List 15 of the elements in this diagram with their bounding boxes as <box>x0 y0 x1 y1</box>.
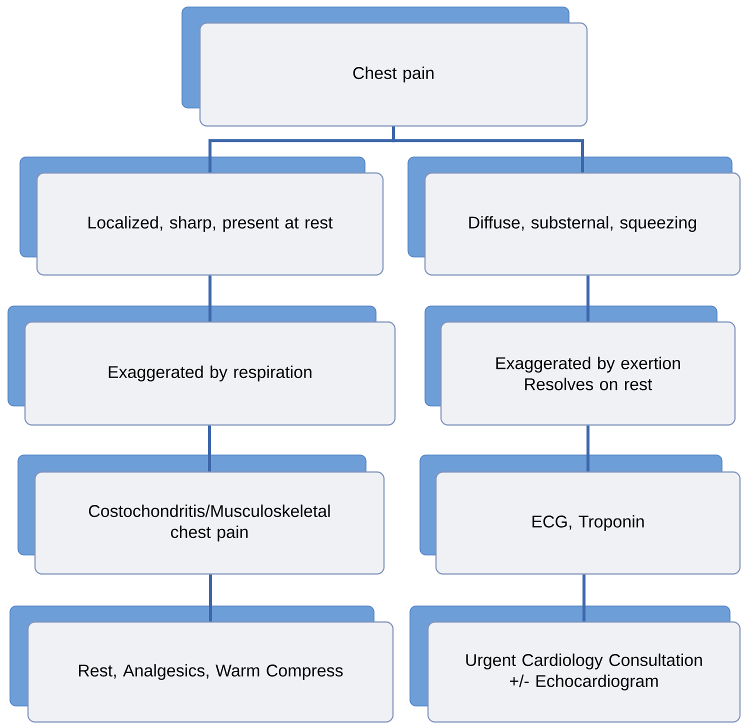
flow-card: Urgent Cardiology Consultation +/- Echocardiogram <box>410 606 741 723</box>
flow-card: Diffuse, substernal, squeezing <box>408 156 741 276</box>
flow-card: ECG, Troponin <box>420 454 741 575</box>
flow-card: Chest pain <box>182 6 588 127</box>
flow-card: Rest, Analgesics, Warm Compress <box>10 606 394 723</box>
connector-line <box>582 574 586 622</box>
connector-line <box>586 276 590 322</box>
flow-card: Localized, sharp, present at rest <box>20 156 384 276</box>
flow-card: Costochondritis/Musculoskeletal chest pain <box>18 454 385 575</box>
flow-card: Exaggerated by respiration <box>8 306 396 426</box>
connector-line <box>208 276 212 322</box>
flow-card: Exaggerated by exertion Resolves on rest <box>424 306 736 426</box>
connector-line <box>586 426 590 472</box>
connector-line <box>208 426 211 472</box>
connector-line <box>209 574 212 622</box>
